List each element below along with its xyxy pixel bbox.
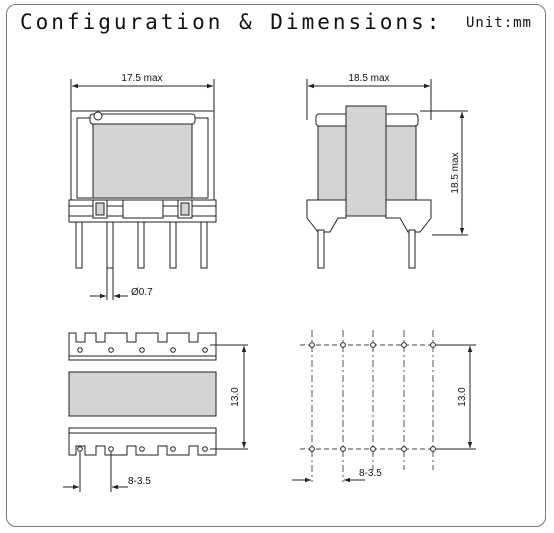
front-width-label: 17.5 max	[121, 73, 162, 84]
side-view	[306, 79, 468, 269]
pin-diameter-label: Ø0.7	[131, 287, 153, 298]
unit-label: Unit:mm	[465, 15, 532, 31]
side-height-label: 18.5 max	[450, 152, 461, 193]
drawing-frame	[6, 4, 546, 527]
pcb-row-spacing-label: 13.0	[457, 387, 468, 407]
bottom-view	[63, 332, 248, 492]
side-width-label: 18.5 max	[348, 73, 389, 84]
front-view	[68, 79, 217, 300]
pcb-layout	[300, 330, 440, 482]
bottom-pin-pitch-label: 8-3.5	[128, 476, 151, 487]
page-title: Configuration & Dimensions:	[20, 10, 443, 34]
pcb-pin-pitch-label: 8-3.5	[359, 468, 382, 479]
pcb-holes	[309, 342, 436, 452]
bottom-row-spacing-label: 13.0	[230, 387, 241, 407]
